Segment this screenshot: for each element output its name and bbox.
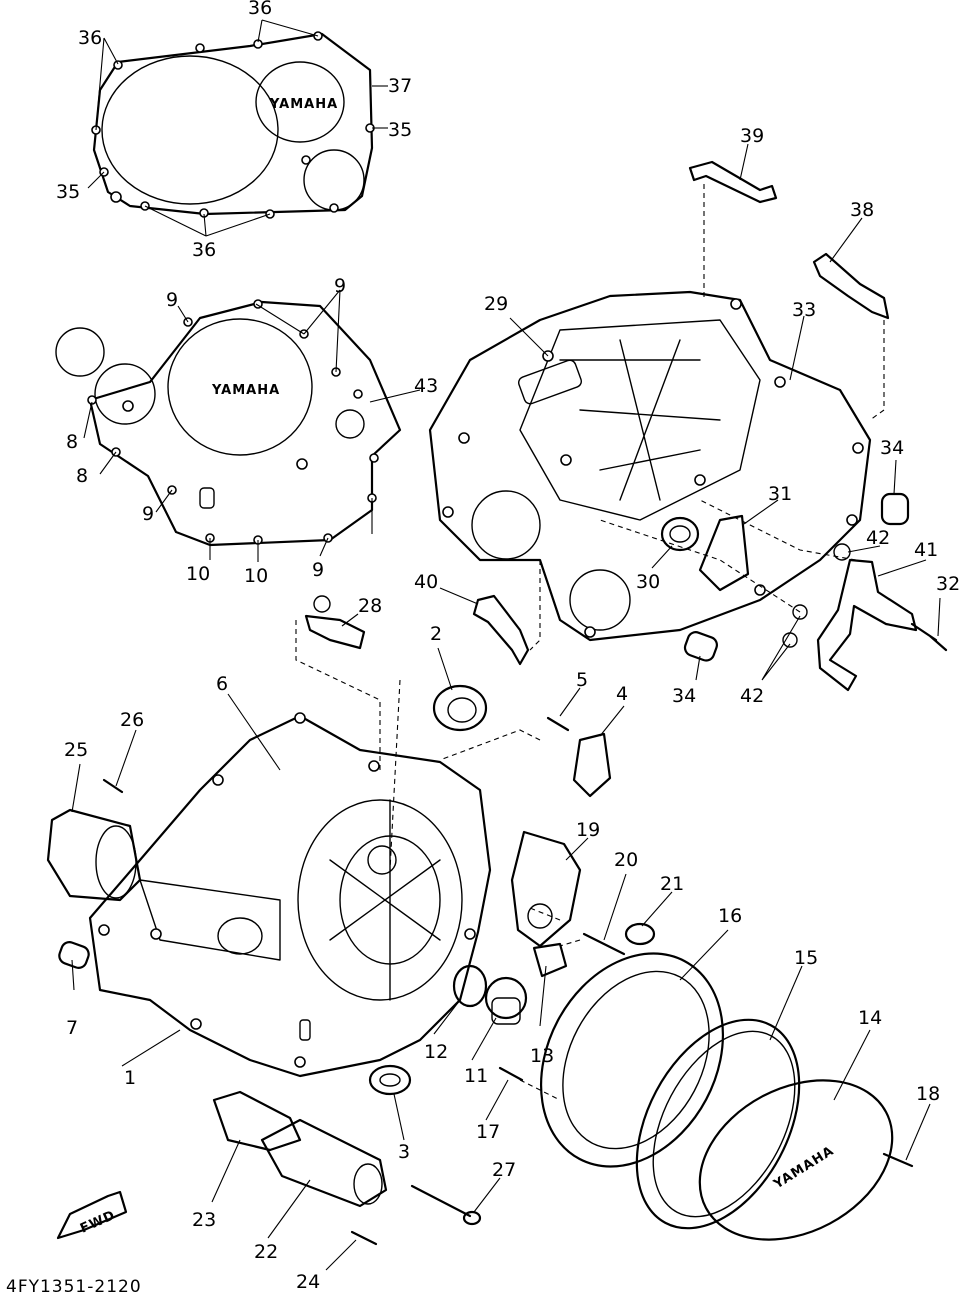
bolt-27 — [410, 1184, 482, 1226]
bracket-13 — [532, 942, 568, 978]
bracket-39 — [688, 160, 778, 204]
callout-labels: 1 2 3 4 5 6 7 8 8 9 9 9 9 10 10 11 12 13… — [56, 0, 960, 1293]
callout: 20 — [614, 849, 638, 871]
leader-lines — [71, 19, 941, 1271]
bolt-32 — [910, 622, 948, 652]
dowel-34b — [683, 631, 718, 662]
callout: 1 — [124, 1067, 136, 1089]
plate-4 — [572, 732, 612, 798]
callout: 26 — [120, 709, 144, 731]
callout: 25 — [64, 739, 88, 761]
callout: 5 — [576, 669, 588, 691]
callout: 42 — [740, 685, 764, 707]
callout: 9 — [142, 503, 154, 525]
bolt-5 — [546, 716, 570, 732]
oring-12 — [452, 964, 488, 1008]
gasket-16 — [539, 952, 725, 1168]
callout: 14 — [858, 1007, 882, 1029]
bearing-2 — [432, 684, 488, 732]
bolt-26 — [102, 778, 124, 794]
callout: 21 — [660, 873, 684, 895]
cover-14: YAMAHA — [698, 1079, 894, 1241]
callout: 29 — [484, 293, 508, 315]
callout: 11 — [464, 1065, 488, 1087]
cover-gasket-top: YAMAHA — [91, 31, 375, 219]
callout: 19 — [576, 819, 600, 841]
callout: 36 — [192, 239, 216, 261]
callout: 24 — [296, 1271, 320, 1293]
callout: 42 — [866, 527, 890, 549]
callout: 36 — [78, 27, 102, 49]
callout: 23 — [192, 1209, 216, 1231]
callout: 32 — [936, 573, 960, 595]
callout: 8 — [66, 431, 78, 453]
callout: 37 — [388, 75, 412, 97]
diagram-code: 4FY1351-2120 — [6, 1277, 142, 1297]
callout: 8 — [76, 465, 88, 487]
callout: 17 — [476, 1121, 500, 1143]
callout: 43 — [414, 375, 438, 397]
bracket-38 — [812, 252, 890, 320]
oil-seal-30 — [660, 516, 700, 552]
callout: 12 — [424, 1041, 448, 1063]
bolt-17 — [498, 1066, 524, 1082]
callout: 18 — [916, 1083, 940, 1105]
dowel-34a — [880, 492, 910, 526]
bolt-21 — [624, 922, 656, 946]
callout: 28 — [358, 595, 382, 617]
callout: 13 — [530, 1045, 554, 1067]
shift-arm-41 — [816, 558, 918, 692]
callout: 7 — [66, 1017, 78, 1039]
crankcase-cover-left — [88, 712, 492, 1078]
callout: 36 — [248, 0, 272, 19]
fwd-arrow: FWD — [56, 1190, 128, 1240]
bracket-40 — [472, 594, 530, 666]
cover-gasket-middle: YAMAHA — [55, 299, 402, 547]
callout: 15 — [794, 947, 818, 969]
bolt-18 — [882, 1152, 914, 1168]
cover-19 — [510, 830, 582, 948]
brand-mark-middle: YAMAHA — [211, 383, 280, 398]
plug-11 — [484, 976, 528, 1025]
callout: 31 — [768, 483, 792, 505]
callout: 2 — [430, 623, 442, 645]
dowel-7 — [58, 941, 90, 969]
starter-cover-22 — [260, 1118, 388, 1208]
callout: 34 — [880, 437, 904, 459]
brand-mark-gasket: YAMAHA — [269, 97, 338, 112]
callout: 9 — [334, 275, 346, 297]
callout: 38 — [850, 199, 874, 221]
callout: 33 — [792, 299, 816, 321]
fwd-label: FWD — [78, 1208, 118, 1237]
cover-15 — [635, 1018, 801, 1230]
callout: 22 — [254, 1241, 278, 1263]
callout: 6 — [216, 673, 228, 695]
callout: 4 — [616, 683, 628, 705]
starter-cover-23 — [212, 1090, 302, 1152]
callout: 39 — [740, 125, 764, 147]
clamp-28 — [304, 595, 366, 650]
callout: 30 — [636, 571, 660, 593]
callout: 27 — [492, 1159, 516, 1181]
bearing-3 — [368, 1064, 412, 1096]
callout: 40 — [414, 571, 438, 593]
callout: 41 — [914, 539, 938, 561]
brand-mark-cover: YAMAHA — [770, 1143, 837, 1192]
callout: 35 — [56, 181, 80, 203]
callout: 9 — [312, 559, 324, 581]
bolt-24 — [350, 1230, 378, 1246]
assembly-lines — [295, 184, 885, 1101]
callout: 3 — [398, 1141, 410, 1163]
oring-42 — [782, 543, 851, 648]
callout: 34 — [672, 685, 696, 707]
callout: 9 — [166, 289, 178, 311]
plate-31 — [698, 514, 750, 592]
callout: 10 — [186, 563, 210, 585]
bolt-20 — [582, 932, 626, 956]
starter-motor-25 — [46, 808, 142, 902]
callout: 35 — [388, 119, 412, 141]
callout: 16 — [718, 905, 742, 927]
callout: 10 — [244, 565, 268, 587]
